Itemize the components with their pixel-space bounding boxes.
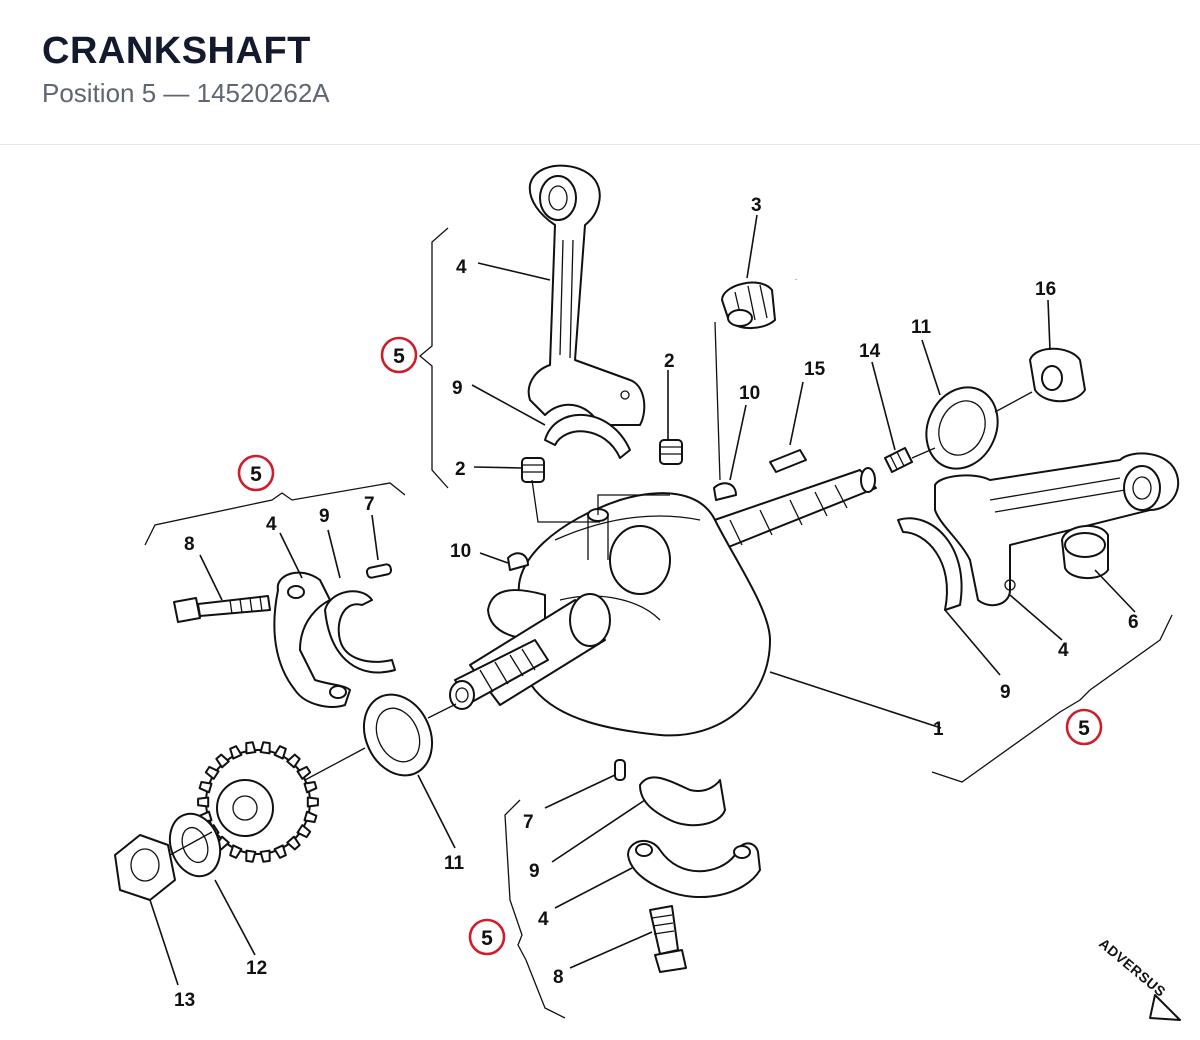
callout-8-bottom: 8	[553, 967, 564, 988]
callout-4-bottom: 4	[538, 909, 549, 930]
logo-arrow-icon	[1149, 994, 1181, 1021]
bolt-left	[173, 595, 271, 623]
axis-line-nut	[169, 831, 213, 856]
callout-7-bottom: 7	[523, 812, 534, 833]
gear-tooth	[245, 741, 257, 755]
svg-text:5: 5	[393, 345, 405, 368]
callout-1: 1	[933, 719, 944, 740]
spring-cap	[721, 281, 776, 329]
gear-tooth	[259, 849, 271, 863]
callout-10-left: 10	[450, 541, 471, 562]
callout-13: 13	[174, 990, 195, 1011]
callout-3: 3	[751, 195, 762, 216]
position-marker-top: 5	[380, 336, 418, 374]
bearing-shell-left	[324, 590, 396, 674]
gear-tooth	[296, 765, 312, 780]
hex-nut-left	[114, 834, 176, 901]
callout-16: 16	[1035, 279, 1056, 300]
page-subtitle: Position 5 — 14520262A	[42, 78, 330, 108]
woodruff-keys	[507, 449, 807, 571]
leader-dowel-line	[597, 494, 670, 515]
callout-15: 15	[804, 359, 826, 380]
gear-tooth	[204, 765, 220, 780]
gear-tooth	[229, 745, 243, 760]
callout-8-left: 8	[184, 534, 195, 555]
gear-tooth	[245, 849, 257, 863]
callout-9-left: 9	[319, 506, 330, 527]
position-marker-bottom: 5	[468, 918, 506, 956]
callout-11-right: 11	[911, 317, 932, 338]
pin-bottom	[614, 759, 626, 781]
callout-9-bottom: 9	[529, 861, 540, 882]
callout-10-right: 10	[739, 383, 760, 404]
svg-text:5: 5	[481, 927, 493, 950]
crankshaft	[449, 467, 877, 737]
pin-left	[365, 563, 393, 579]
position-marker-left: 5	[237, 454, 275, 492]
gear-tooth	[303, 810, 318, 823]
leader-lines	[149, 214, 1136, 986]
gear-tooth	[286, 835, 301, 851]
bearing-cap-left	[273, 571, 351, 708]
gear-tooth	[286, 753, 301, 769]
callout-4-right: 4	[1058, 640, 1069, 661]
timing-gear	[197, 741, 319, 863]
callout-4-top: 4	[456, 257, 467, 278]
oil-seal-left	[362, 693, 434, 777]
bolt-bottom	[649, 905, 687, 973]
callout-4-left: 4	[266, 514, 277, 535]
gear-tooth	[273, 844, 287, 859]
callout-2-left: 2	[455, 459, 466, 480]
callout-2-upper: 2	[664, 351, 675, 372]
gear-tooth	[303, 781, 318, 794]
bearing-shell-right	[897, 517, 963, 611]
conrod-top	[527, 164, 646, 426]
position-markers: 5 5 5 5	[237, 336, 1103, 956]
axis-line-right-2	[911, 447, 936, 459]
callout-12: 12	[246, 958, 267, 979]
bushing	[1061, 524, 1109, 579]
bearing-cap-bottom	[627, 840, 761, 898]
gear-tooth	[306, 796, 319, 808]
axis-line-left	[427, 703, 457, 719]
header: CRANKSHAFT Position 5 — 14520262A	[0, 0, 1200, 145]
speck: .	[795, 273, 797, 282]
callout-14: 14	[859, 341, 881, 362]
leader-dowel-line-2	[531, 479, 600, 523]
leader-cap-line	[714, 321, 721, 481]
callout-7-left: 7	[364, 494, 375, 515]
callout-11-left: 11	[444, 853, 465, 874]
gear-tooth	[197, 796, 210, 808]
bearing-shell-bottom	[639, 776, 726, 827]
group-brackets	[144, 227, 1173, 1019]
callout-9-top: 9	[452, 378, 463, 399]
svg-text:ADVERSUS: ADVERSUS	[1096, 935, 1169, 1000]
callout-labels: 1 4 9 2 2 3 10 15 14 11 16 6 4 9 8 4 9 7…	[174, 195, 1139, 1011]
svg-text:5: 5	[1078, 717, 1090, 740]
dowel-pins	[521, 439, 683, 483]
callout-6: 6	[1128, 612, 1139, 633]
adversus-logo: ADVERSUS	[1096, 935, 1169, 1000]
gear-tooth	[259, 741, 271, 755]
gear-tooth	[229, 844, 243, 859]
axis-line-gear	[304, 747, 366, 781]
conrod-right	[934, 452, 1180, 607]
gear-tooth	[296, 824, 312, 839]
position-marker-right: 5	[1065, 708, 1103, 746]
bearing-shell-top	[544, 414, 631, 459]
axis-line-right	[994, 391, 1033, 413]
oil-seal-right	[925, 386, 999, 470]
page-title: CRANKSHAFT	[42, 30, 311, 72]
gear-tooth	[198, 781, 213, 794]
gear-tooth	[215, 753, 230, 769]
gear-tooth	[273, 745, 287, 760]
flange-nut-right	[1029, 347, 1086, 403]
svg-text:5: 5	[250, 463, 262, 486]
spacer	[884, 447, 913, 473]
callout-9-right: 9	[1000, 682, 1011, 703]
